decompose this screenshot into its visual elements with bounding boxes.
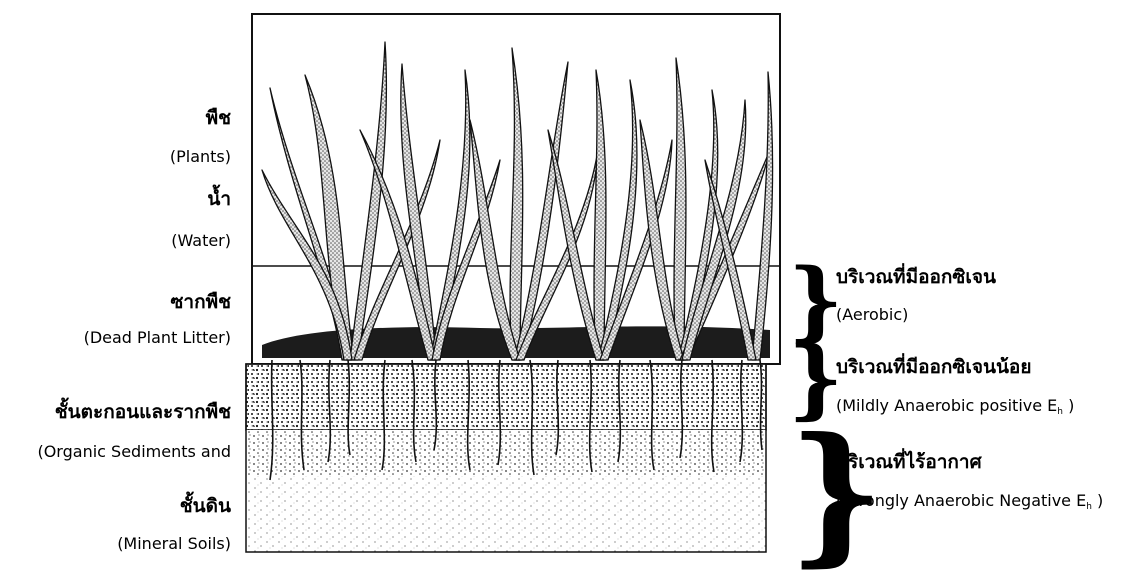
label-soil-english: (Mineral Soils) <box>117 536 231 552</box>
label-plants-thai: พืช <box>206 109 231 128</box>
zone-aerobic-thai: บริเวณที่มีออกซิเจน <box>836 268 996 287</box>
zone-mildly-anaerobic-thai: บริเวณที่มีออกซิเจนน้อย <box>836 358 1031 377</box>
organic-sediment-layer <box>246 364 766 430</box>
label-water-english: (Water) <box>171 233 231 249</box>
label-litter-thai: ซากพืช <box>171 293 232 312</box>
label-sediment-thai: ชั้นตะกอนและรากพืช <box>55 403 231 422</box>
zone-strongly-anaerobic-thai: บริเวณที่ไร้อากาศ <box>836 453 982 472</box>
label-plants-english: (Plants) <box>170 149 231 165</box>
label-sediment-english: (Organic Sediments and <box>37 444 231 460</box>
label-soil-thai: ชั้นดิน <box>180 497 231 516</box>
eh-subscript: h <box>1057 407 1063 417</box>
eh-subscript: h <box>1086 502 1092 512</box>
label-litter-english: (Dead Plant Litter) <box>84 330 231 346</box>
label-water-thai: น้ำ <box>207 190 231 209</box>
mineral-soil-layer <box>246 476 766 552</box>
zone-aerobic-english: (Aerobic) <box>836 307 908 323</box>
transition-sediment-layer <box>246 430 766 476</box>
zone-strongly-anaerobic-english: (Strongly Anaerobic Negative Eh ) <box>836 493 1103 512</box>
zone-mildly-anaerobic-english: (Mildly Anaerobic positive Eh ) <box>836 398 1074 417</box>
